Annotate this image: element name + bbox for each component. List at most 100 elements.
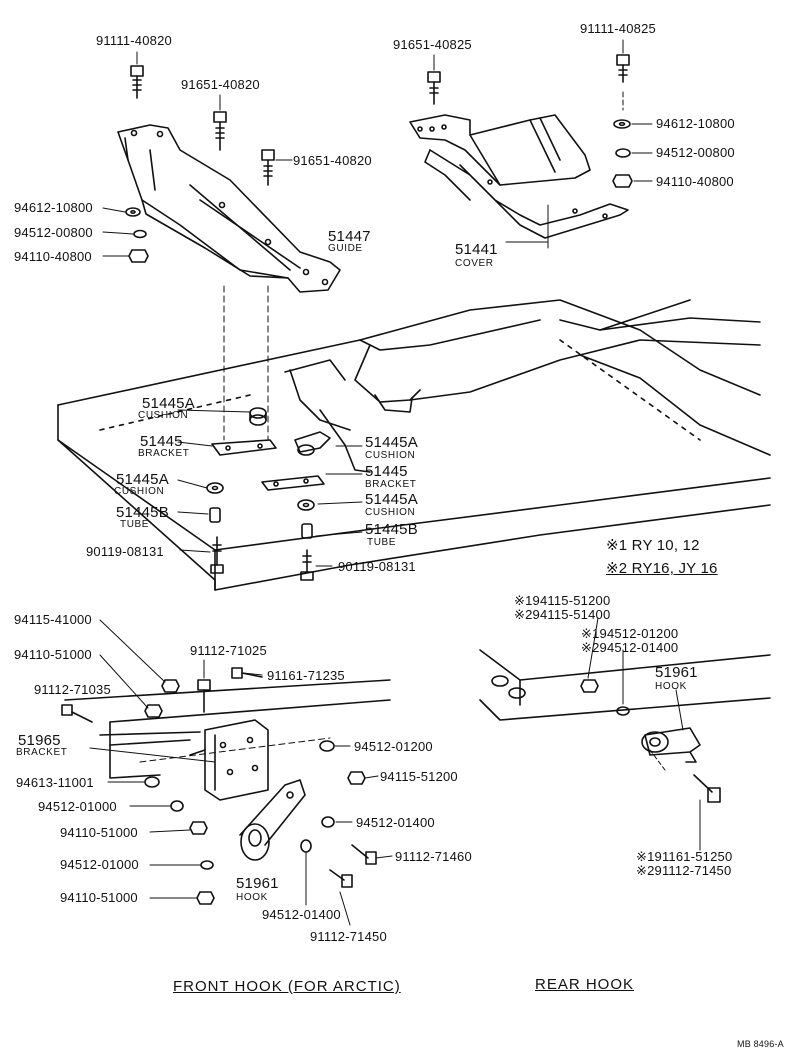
rear-frame-part (479, 649, 771, 721)
part-number: 94115-41000 (14, 612, 92, 627)
cushion-icon (206, 482, 224, 494)
bracket-icon (211, 439, 277, 456)
bolt-icon (197, 679, 211, 713)
part-name: HOOK (655, 681, 687, 692)
part-number: 94512-01200 (354, 739, 433, 754)
cushion-icon (297, 499, 315, 511)
part-name: TUBE (120, 519, 150, 530)
part-number: 51965 (18, 732, 61, 749)
nut-icon (347, 771, 366, 785)
part-number: 51445 (140, 433, 183, 450)
washer-icon (125, 207, 141, 217)
part-number: 51961 (655, 664, 698, 681)
bolt-icon (261, 149, 275, 186)
part-number: 94110-51000 (60, 890, 138, 905)
part-name: CUSHION (365, 507, 416, 518)
nut-icon (161, 679, 180, 693)
vehicle-frame-part (57, 299, 771, 591)
part-number: 91112-71035 (34, 682, 111, 697)
nut-icon (612, 174, 633, 188)
spring-washer-icon (300, 839, 312, 853)
part-number: 90119-08131 (86, 544, 164, 559)
part-number: 94512-01400 (262, 907, 341, 922)
part-number: 51447 (328, 228, 371, 245)
spring-washer-icon (321, 816, 335, 828)
spring-washer-icon (170, 800, 184, 812)
front-hook-caption: FRONT HOOK (FOR ARCTIC) (173, 978, 401, 995)
part-name: BRACKET (365, 479, 417, 490)
model-note: ※2 RY16, JY 16 (606, 560, 718, 577)
part-number: 94512-01000 (60, 857, 139, 872)
part-number: ※194512-01200 (581, 626, 679, 641)
part-number: 94512-01000 (38, 799, 117, 814)
rear-hook-caption: REAR HOOK (535, 976, 635, 993)
nut-icon (144, 704, 163, 718)
part-number: 94512-00800 (14, 225, 93, 240)
bolt-icon (616, 54, 630, 83)
bolt-icon (213, 111, 227, 151)
tube-icon (301, 523, 313, 539)
part-number: 94612-10800 (656, 116, 735, 131)
bolt-icon (427, 71, 441, 105)
part-number: 91111-40820 (96, 33, 172, 48)
nut-icon (128, 249, 149, 263)
part-number: ※294512-01400 (581, 640, 679, 655)
part-name: COVER (455, 258, 494, 269)
part-number: 51441 (455, 241, 498, 258)
part-number: 91161-71235 (267, 668, 345, 683)
part-number: ※291112-71450 (636, 863, 732, 878)
bolt-icon (693, 774, 721, 803)
spring-washer-icon (615, 148, 631, 158)
part-number: 51445B (365, 521, 418, 538)
front-frame-part (64, 679, 391, 779)
bolt-icon (351, 844, 377, 865)
cushion-icon (294, 431, 331, 456)
cushion-icon (249, 407, 267, 426)
hook-51961-part (641, 727, 701, 763)
part-number: ※294115-51400 (514, 607, 611, 622)
part-number: 94110-40800 (14, 249, 92, 264)
washer-icon (613, 119, 631, 129)
part-name: BRACKET (16, 747, 68, 758)
spring-washer-icon (133, 229, 147, 239)
part-name: GUIDE (328, 243, 363, 254)
part-number: 94612-10800 (14, 200, 93, 215)
tube-icon (209, 507, 221, 523)
part-number: 94512-00800 (656, 145, 735, 160)
part-number: 91112-71460 (395, 849, 472, 864)
part-number: ※194115-51200 (514, 593, 611, 608)
nut-icon (189, 821, 208, 835)
part-number: 90119-08131 (338, 559, 416, 574)
part-name: HOOK (236, 892, 268, 903)
part-number: 91651-40820 (181, 77, 260, 92)
bolt-icon (61, 704, 93, 723)
part-number: 94512-01400 (356, 815, 435, 830)
nut-icon (580, 679, 599, 693)
part-name: CUSHION (114, 486, 165, 497)
bracket-icon (261, 475, 325, 491)
part-number: 94110-51000 (60, 825, 138, 840)
part-number: 94110-40800 (656, 174, 734, 189)
guide-51447-part (117, 124, 341, 293)
bolt-icon (329, 869, 353, 888)
part-number: 51961 (236, 875, 279, 892)
washer-icon (144, 776, 160, 788)
spring-washer-icon (200, 860, 214, 870)
part-number: 51445A (365, 491, 418, 508)
part-number: 91112-71450 (310, 929, 387, 944)
part-name: CUSHION (138, 410, 189, 421)
part-number: 51445A (365, 434, 418, 451)
bracket-51965-part (189, 719, 269, 801)
part-name: CUSHION (365, 450, 416, 461)
model-note: ※1 RY 10, 12 (606, 537, 700, 554)
part-number: 51445 (365, 463, 408, 480)
part-number: 94110-51000 (14, 647, 92, 662)
bolt-icon (130, 65, 144, 99)
part-number: 94613-11001 (16, 775, 94, 790)
part-number: 94115-51200 (380, 769, 458, 784)
part-name: BRACKET (138, 448, 190, 459)
part-number: 51445B (116, 504, 169, 521)
washer-icon (616, 706, 630, 716)
part-number: 51445A (142, 395, 195, 412)
